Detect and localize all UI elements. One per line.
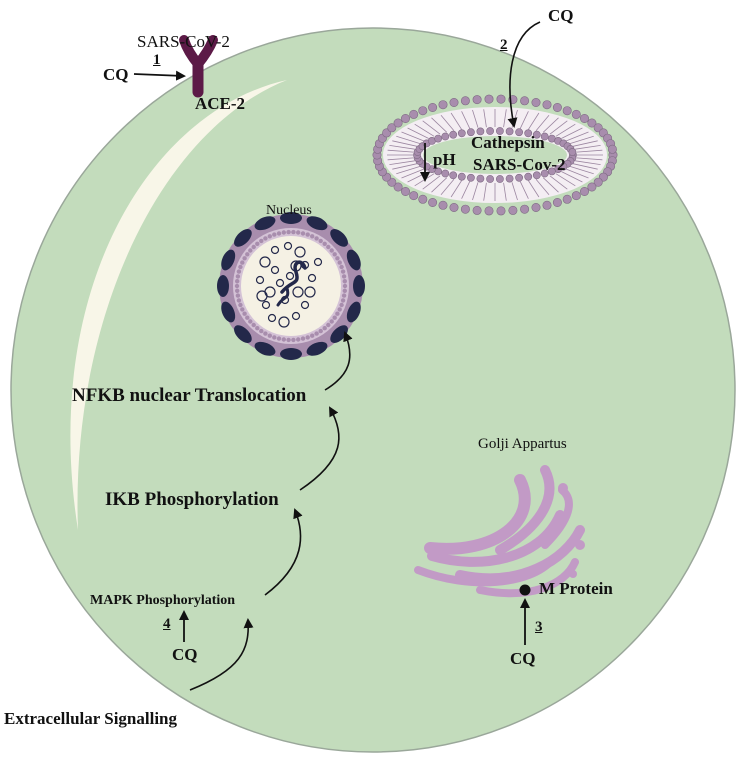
golgi-label: Golji Appartus bbox=[478, 436, 567, 452]
golgi-apparatus-icon bbox=[414, 465, 585, 598]
cq-label-1: CQ bbox=[103, 65, 129, 84]
nfkb-label: NFKB nuclear Translocation bbox=[72, 385, 307, 406]
ikb-label: IKB Phosphorylation bbox=[105, 489, 279, 510]
receptor-label: ACE-2 bbox=[195, 94, 246, 113]
extracellular-label: Extracellular Signalling bbox=[4, 709, 178, 728]
step-number-2: 2 bbox=[500, 37, 508, 53]
step-number-4: 4 bbox=[163, 616, 171, 632]
cq-arrow-2 bbox=[507, 21, 541, 128]
arrow-mapk-to-ikb bbox=[264, 508, 303, 596]
nucleus-label: Nucleus bbox=[266, 203, 312, 218]
cell-body bbox=[10, 27, 736, 753]
arrow-ikb-to-nfkb bbox=[299, 406, 340, 491]
cq-arrow-1 bbox=[133, 70, 186, 81]
step-number-1: 1 bbox=[153, 52, 161, 68]
cq-label-3: CQ bbox=[510, 649, 536, 668]
cathepsin-label: Cathepsin bbox=[471, 133, 545, 152]
mapk-label: MAPK Phosphorylation bbox=[90, 593, 236, 608]
m-protein-label: M Protein bbox=[539, 579, 613, 598]
cq-label-4: CQ bbox=[172, 645, 198, 664]
virus-label: SARS-CoV-2 bbox=[137, 32, 230, 51]
m-protein-dot bbox=[519, 584, 531, 596]
arrow-nfkb-to-nucleus bbox=[324, 331, 353, 391]
arrow-extracellular-to-mapk bbox=[189, 618, 254, 691]
endosome bbox=[372, 94, 618, 216]
ph-label: pH bbox=[433, 150, 456, 169]
nucleus-icon bbox=[217, 212, 365, 360]
cq-label-2: CQ bbox=[548, 6, 574, 25]
step-number-3: 3 bbox=[535, 619, 543, 635]
ace2-receptor-icon bbox=[179, 35, 218, 98]
endosome-virus-label: SARS-Cov-2 bbox=[473, 155, 566, 174]
